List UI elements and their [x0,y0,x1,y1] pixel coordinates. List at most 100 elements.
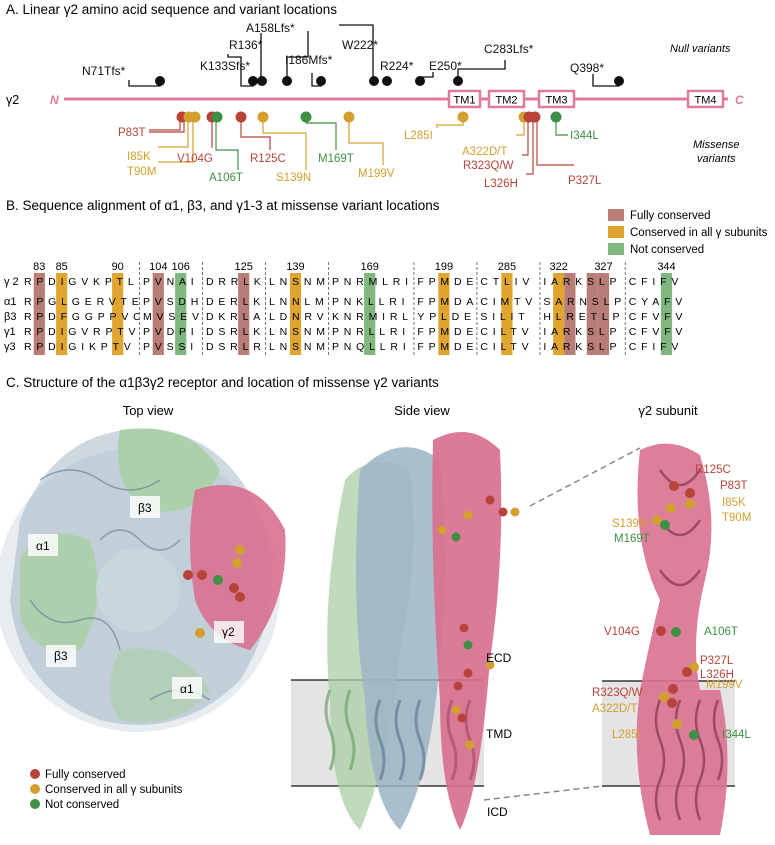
sequence-segment: CTLIV [480,276,534,288]
conservation-highlight [438,273,450,355]
null-variant-dots [155,76,624,86]
missense-label: L285I [404,130,433,142]
conservation-highlight [238,273,250,355]
conservation-highlight [56,273,68,355]
tm-label: TM3 [546,95,568,107]
missense-dot [529,111,541,123]
sequence-segment: CFVFV [629,326,687,338]
gamma2-variant-label: L326H [700,669,734,681]
sequence-segment: FPMDA [417,296,478,308]
missense-dot [550,111,562,123]
sequence-segment: DSRLK [206,326,265,338]
sequence-segment: RPGLGERVTE [24,296,144,308]
missense-variant-lines [149,117,574,175]
missense-label: A106T [209,172,243,184]
null-variant-label: I186Mfs* [285,53,333,67]
top-view-variant-dots [183,545,245,638]
sequence-segment: CFVFV [629,311,687,323]
null-variant-label: R224* [380,59,414,73]
sequence-segment: LNSNM [269,326,330,338]
missense-dot [257,111,269,123]
gamma2-variant-label: V104G [604,626,640,638]
gamma2-variant-label: S139N [612,518,647,530]
residue-number: 104 [149,261,167,273]
conservation-highlight [364,273,376,355]
null-variant-dot [614,76,624,86]
residue-number: 344 [657,261,675,273]
sequence-segment: RPDFGGPPVC [24,311,146,323]
tm-box-4: TM4 [686,89,725,109]
null-variant-dot [248,76,258,86]
gamma2-variant-label: R125C [695,464,731,476]
residue-number: 106 [172,261,190,273]
sequence-segment: SILIT [480,311,529,323]
gamma2-variant-label: M199V [706,679,743,691]
side-view-structure [291,432,502,830]
residue-number: 125 [235,261,253,273]
subunit-label-alpha1: α1 [180,682,194,696]
domain-label-icd: ICD [487,805,508,819]
sequence-segment: KNRMIRL [332,311,413,323]
gamma2-variant-label: R323Q/W [592,687,643,699]
sequence-segment: CILTV [480,341,533,353]
legend-dot-not-conserved [30,799,40,809]
alignment-row-labels: γ 2 α1 β3 γ1 γ3 [4,276,19,353]
conservation-highlight [33,273,45,355]
conservation-highlight [289,273,302,355]
sequence-segment: PNQLLRI [332,341,411,353]
sequence-segment: PNRLLRI [332,326,410,338]
sequence-segment: FPMDE [417,341,478,353]
tm-label: TM2 [496,95,518,107]
missense-dot [343,111,355,123]
missense-variant-dots [176,111,562,123]
missense-dot [189,111,201,123]
null-variant-label: A158Lfs* [246,21,295,35]
legend-dot-fully [30,769,40,779]
sequence-segment: RPDIGIKPTV [24,341,136,353]
missense-label: T90M [127,166,156,178]
residue-number: 285 [498,261,516,273]
sequence-segment: CFIFV [629,276,683,288]
tm-box-3: TM3 [537,89,576,109]
sequence-segment: PVSDH [143,296,203,308]
sequence-segment: DKRLA [206,311,265,323]
sequence-segment: PNKLLRI [332,296,409,308]
residue-number: 327 [594,261,612,273]
legend-swatch-not-conserved [608,243,624,255]
gamma2-variant-label: M169T [614,533,650,545]
gamma2-variant-label: T90M [722,512,751,524]
sequence-segment: RPDIGVKPTL [24,276,139,288]
n-terminus: N [50,93,59,107]
null-variant-dot [257,76,267,86]
panel-b-legend: Fully conserved Conserved in all γ subun… [608,209,768,256]
legend-label: Not conserved [630,244,704,256]
row-label: α1 [4,296,16,308]
sequence-segment: CYAFV [629,296,687,308]
null-variant-labels: N71Tfs* K133Sfs* R136* A158Lfs* I186Mfs*… [82,21,604,78]
gamma2-subunit-structure [602,443,735,835]
missense-label: S139N [276,172,311,184]
top-view-subunit-labels: β3 α1 γ2 β3 α1 [28,496,244,699]
conservation-highlight [112,273,124,355]
conservation-highlight [152,273,164,355]
missense-label: R323Q/W [463,160,514,172]
conservation-highlight [586,273,598,355]
residue-number: 85 [56,261,68,273]
residue-number: 199 [435,261,453,273]
null-variant-label: N71Tfs* [82,64,126,78]
row-label: β3 [4,311,16,323]
null-variant-label: E250* [429,59,462,73]
gamma2-variant-label: I344L [722,729,751,741]
panel-c-legend: Fully conserved Conserved in all γ subun… [30,769,183,811]
sequence-segment: LNSNM [269,276,330,288]
missense-variant-labels: P83T I85K T90M V104G A106T R125C S139N M… [118,127,602,190]
subunit-label-alpha1: α1 [36,539,50,553]
sequence-segment: PVNAI [143,276,199,288]
residue-number: 322 [550,261,568,273]
sequence-segment: SARNSLP [543,296,626,308]
gamma2-variant-label: A322D/T [592,703,637,715]
null-variant-label: R136* [229,38,263,52]
null-variant-dot [382,76,392,86]
